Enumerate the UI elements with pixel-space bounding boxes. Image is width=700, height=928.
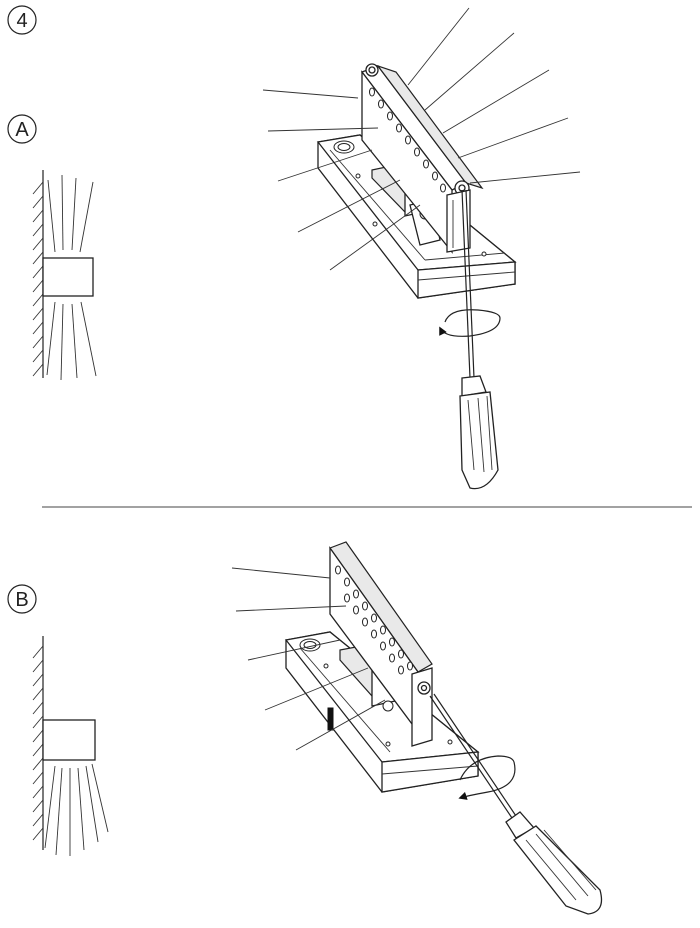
rotation-arrow-icon bbox=[458, 755, 516, 800]
wall-hatch-icon bbox=[32, 181, 44, 377]
rail-holes-a bbox=[369, 87, 446, 193]
section-b-wall-icon bbox=[32, 636, 109, 856]
rotation-arrow-icon bbox=[439, 309, 501, 337]
screwdriver-icon bbox=[459, 189, 499, 490]
wall-fixture-a bbox=[42, 257, 94, 297]
wall-hatch-icon bbox=[32, 645, 44, 841]
fixture-assembly-a bbox=[316, 63, 517, 299]
leader-lines-a bbox=[262, 7, 581, 271]
light-beam-icon bbox=[44, 763, 109, 856]
section-b-label: B bbox=[15, 589, 28, 611]
wall-fixture-b bbox=[42, 719, 96, 761]
leader-lines-b bbox=[231, 567, 386, 751]
light-beam-icon bbox=[46, 174, 97, 381]
step-marker: 4 bbox=[7, 5, 37, 35]
section-a-wall-icon bbox=[32, 170, 97, 381]
step-number: 4 bbox=[16, 10, 27, 32]
fixture-assembly-b bbox=[284, 541, 480, 793]
screwdriver-icon bbox=[429, 693, 603, 915]
section-a-label: A bbox=[15, 119, 29, 141]
section-a-marker: A bbox=[7, 114, 37, 144]
section-b-marker: B bbox=[7, 584, 37, 614]
rail-holes-b bbox=[335, 565, 413, 675]
